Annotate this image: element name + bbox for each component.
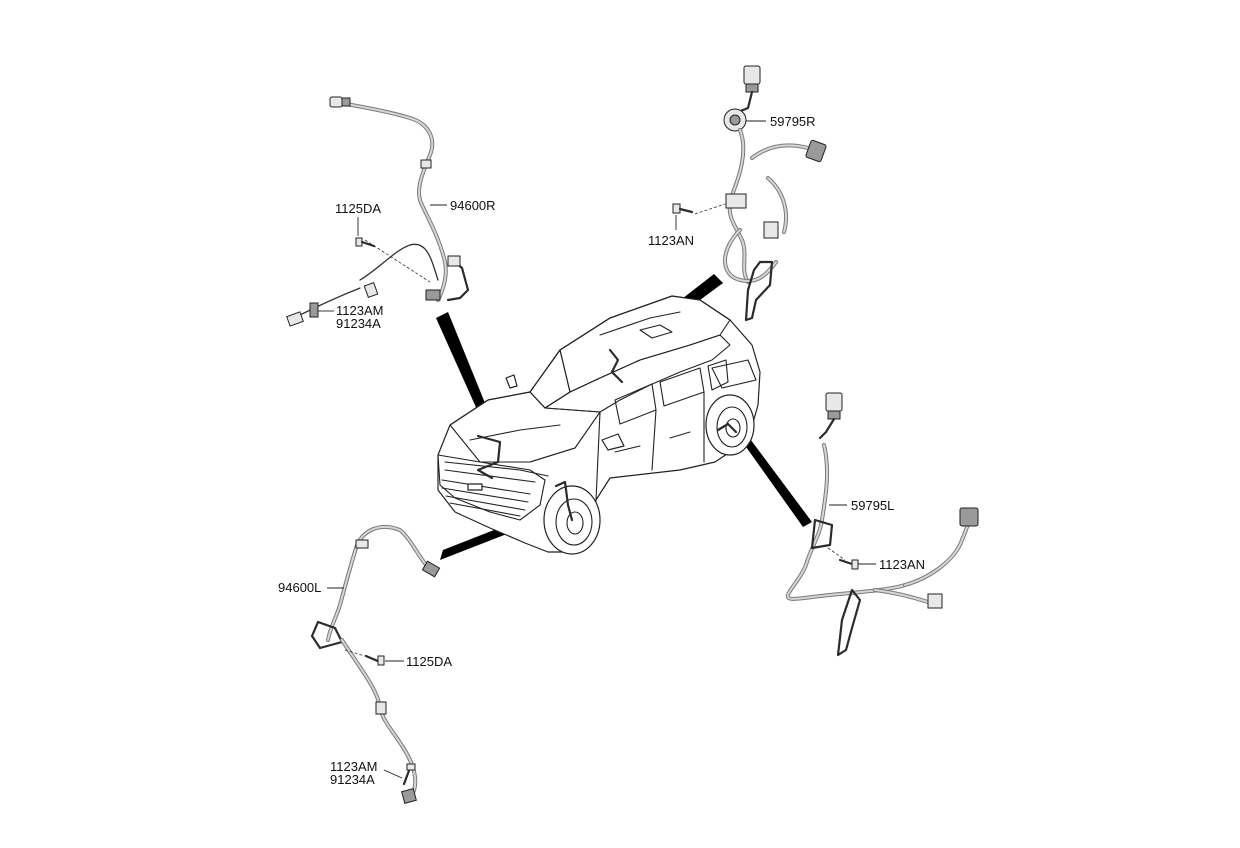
label-1123AM-left[interactable]: 1123AM	[330, 759, 377, 774]
label-1125DA-left[interactable]: 1125DA	[406, 654, 452, 669]
bolt-icon	[672, 203, 694, 214]
label-1125DA-right[interactable]: 1125DA	[335, 201, 381, 216]
label-1123AM-right[interactable]: 1123AM	[336, 303, 383, 318]
bolt-icon	[355, 237, 376, 248]
label-59795R[interactable]: 59795R	[770, 114, 816, 129]
bolt-icon	[364, 654, 385, 666]
vehicle-icon	[437, 295, 761, 555]
label-91234A-left[interactable]: 91234A	[330, 772, 375, 787]
label-94600L[interactable]: 94600L	[278, 580, 321, 595]
label-1123AN-left[interactable]: 1123AN	[879, 557, 925, 572]
bolt-icon	[402, 763, 416, 786]
rear-left-sensor-harness	[785, 392, 979, 657]
bolt-icon	[838, 558, 859, 570]
front-right-sensor-harness	[286, 96, 470, 327]
label-59795L[interactable]: 59795L	[851, 498, 894, 513]
rear-right-sensor-harness	[672, 65, 827, 322]
label-91234A-right[interactable]: 91234A	[336, 316, 381, 331]
part-labels: 94600R 1125DA 1123AM 91234A 94600L 1125D…	[278, 114, 925, 787]
label-1123AN-right[interactable]: 1123AN	[648, 233, 694, 248]
label-94600R[interactable]: 94600R	[450, 198, 496, 213]
callout-rear-left	[734, 428, 812, 527]
front-left-sensor-harness	[310, 524, 441, 804]
